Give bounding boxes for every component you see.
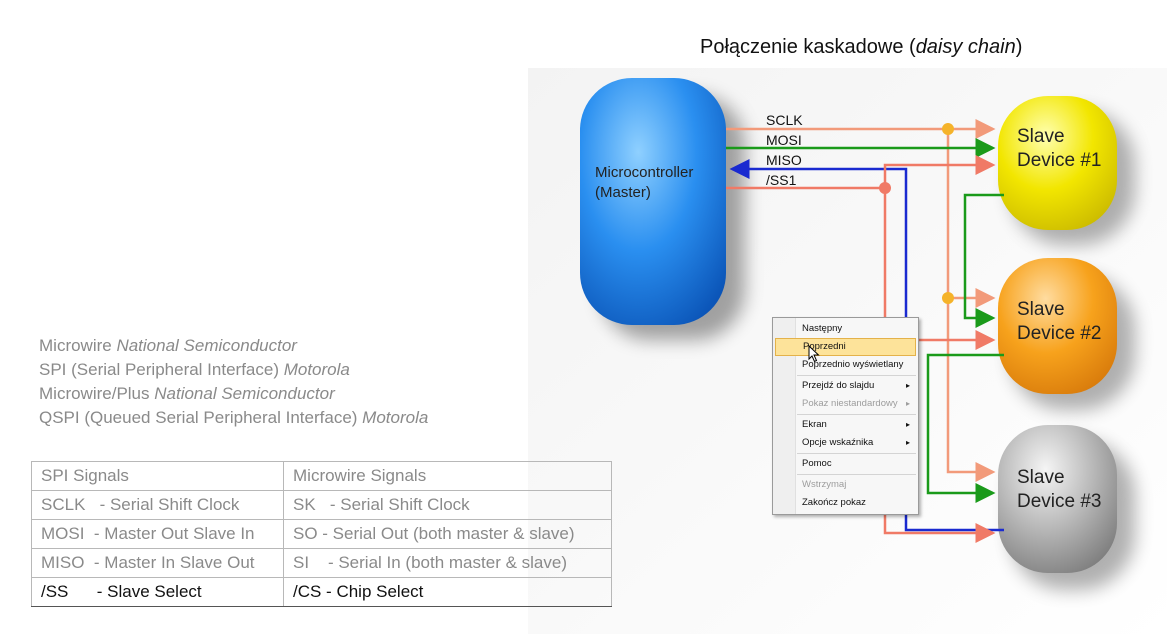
menu-separator bbox=[797, 453, 916, 454]
menu-separator bbox=[797, 414, 916, 415]
table-cell: SI - Serial In (both master & slave) bbox=[283, 548, 612, 578]
table-cell: SCLK - Serial Shift Clock bbox=[31, 490, 284, 520]
signal-label-ss1: /SS1 bbox=[766, 172, 797, 188]
menu-item-pointer-options[interactable]: Opcje wskaźnika▸ bbox=[775, 434, 916, 452]
menu-item-pause: Wstrzymaj bbox=[802, 479, 847, 490]
menu-item-custom-show: Pokaz niestandardowy▸ bbox=[775, 395, 916, 413]
submenu-arrow-icon: ▸ bbox=[905, 399, 910, 408]
table-cell: /CS - Chip Select bbox=[283, 577, 612, 607]
signal-label-miso: MISO bbox=[766, 152, 802, 168]
table-header: Microwire Signals bbox=[283, 461, 612, 491]
submenu-arrow-icon: ▸ bbox=[905, 420, 910, 429]
junction-dot bbox=[942, 123, 954, 135]
table-cell: MOSI - Master Out Slave In bbox=[31, 519, 284, 549]
protocol-item: Microwire National Semiconductor bbox=[39, 336, 297, 355]
table-row: SCLK - Serial Shift Clock SK - Serial Sh… bbox=[31, 490, 612, 520]
table-row: MISO - Master In Slave Out SI - Serial I… bbox=[31, 548, 612, 578]
protocol-item: SPI (Serial Peripheral Interface) Motoro… bbox=[39, 360, 350, 379]
junction-dot bbox=[942, 292, 954, 304]
table-header: SPI Signals bbox=[31, 461, 284, 491]
menu-item-screen[interactable]: Ekran▸ bbox=[775, 416, 916, 434]
junction-dot bbox=[879, 182, 891, 194]
table-row: MOSI - Master Out Slave In SO - Serial O… bbox=[31, 519, 612, 549]
protocol-list: Microwire National Semiconductor SPI (Se… bbox=[39, 334, 428, 430]
table-cell: SK - Serial Shift Clock bbox=[283, 490, 612, 520]
menu-item-help[interactable]: Pomoc bbox=[802, 458, 832, 469]
slave-device-1 bbox=[998, 96, 1117, 230]
protocol-item: Microwire/Plus National Semiconductor bbox=[39, 384, 335, 403]
context-menu: Następny Poprzedni Poprzednio wyświetlan… bbox=[772, 317, 919, 515]
signals-table: SPI Signals Microwire Signals SCLK - Ser… bbox=[31, 461, 612, 607]
signal-label-sclk: SCLK bbox=[766, 112, 803, 128]
table-cell: SO - Serial Out (both master & slave) bbox=[283, 519, 612, 549]
slave-device-2 bbox=[998, 258, 1117, 394]
menu-item-go-to-slide[interactable]: Przejdź do slajdu▸ bbox=[775, 377, 916, 395]
master-block bbox=[580, 78, 726, 325]
menu-separator bbox=[797, 474, 916, 475]
slave-device-3 bbox=[998, 425, 1117, 573]
master-label: Microcontroller (Master) bbox=[595, 164, 694, 201]
submenu-arrow-icon: ▸ bbox=[905, 438, 910, 447]
menu-item-next[interactable]: Następny bbox=[802, 323, 843, 334]
table-header-row: SPI Signals Microwire Signals bbox=[31, 461, 612, 491]
menu-item-last-viewed[interactable]: Poprzednio wyświetlany bbox=[802, 359, 904, 370]
table-row: /SS - Slave Select /CS - Chip Select bbox=[31, 577, 612, 607]
mouse-cursor-icon bbox=[808, 345, 820, 363]
mosi-lines bbox=[726, 138, 1004, 503]
slide-title: Połączenie kaskadowe (daisy chain) bbox=[700, 36, 1023, 58]
menu-item-previous[interactable]: Poprzedni bbox=[775, 338, 916, 356]
table-cell: /SS - Slave Select bbox=[31, 577, 284, 607]
signal-label-mosi: MOSI bbox=[766, 132, 802, 148]
table-cell: MISO - Master In Slave Out bbox=[31, 548, 284, 578]
menu-item-end-show[interactable]: Zakończ pokaz bbox=[802, 497, 866, 508]
submenu-arrow-icon: ▸ bbox=[905, 381, 910, 390]
menu-separator bbox=[797, 375, 916, 376]
protocol-item: QSPI (Queued Serial Peripheral Interface… bbox=[39, 408, 429, 427]
